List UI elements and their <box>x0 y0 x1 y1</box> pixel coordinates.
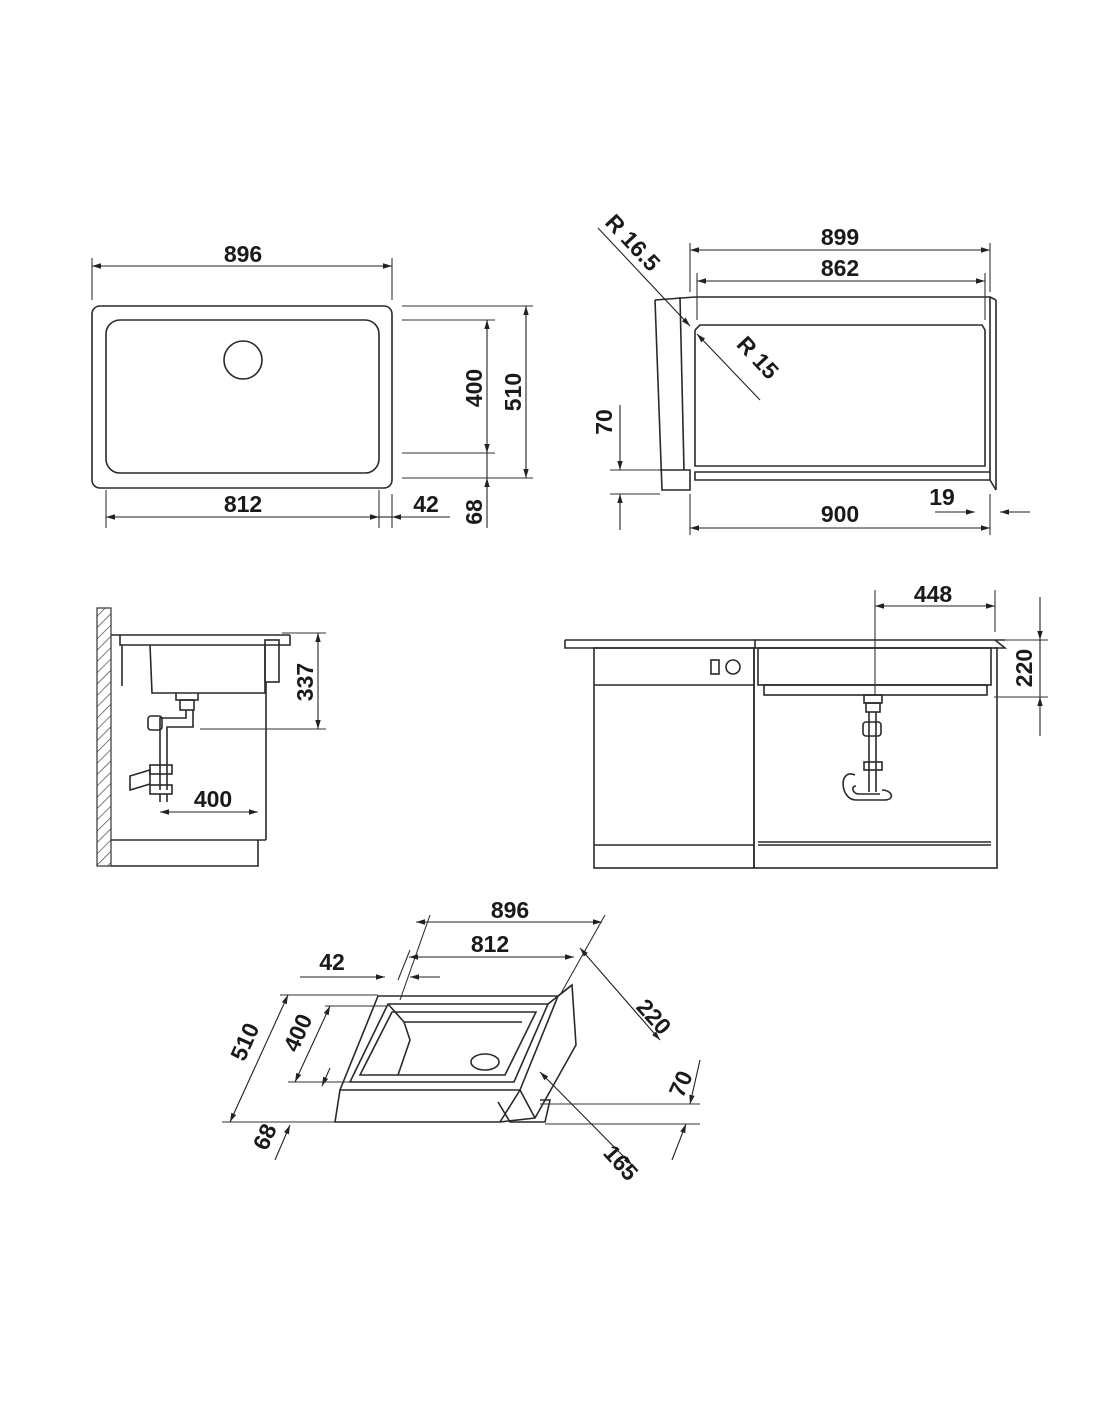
dimension-label: 899 <box>821 224 859 250</box>
dimension-label: 896 <box>491 897 529 923</box>
top-view-outer-rim <box>91 305 393 489</box>
dimension-label: R 15 <box>732 331 784 384</box>
front-view: R 16.5 R 15 899 862 70 900 19 <box>591 209 1030 535</box>
dimension-label: 862 <box>821 255 859 281</box>
dimension-label: 448 <box>914 581 953 607</box>
dimension-label: 42 <box>413 491 439 517</box>
side-view: 337 400 <box>96 607 326 867</box>
dimension-label: 812 <box>471 931 509 957</box>
dimension-label: 400 <box>194 786 232 812</box>
installed-view: 448 220 <box>564 581 1048 869</box>
isometric-view: 896 812 42 510 400 68 220 70 165 <box>222 897 701 1186</box>
dimension-label: 19 <box>929 484 955 510</box>
wall-hatch <box>96 607 112 867</box>
dimension-label: 900 <box>821 501 859 527</box>
dimension-label: 510 <box>500 373 526 411</box>
dimension-label: 70 <box>664 1067 698 1101</box>
dimension-label: 400 <box>461 369 487 407</box>
dimension-label: 42 <box>319 949 345 975</box>
dimension-label: 337 <box>292 663 318 701</box>
top-view-bowl <box>105 319 380 474</box>
dimension-label: 68 <box>461 499 487 525</box>
dimension-label: 68 <box>248 1120 282 1154</box>
dimension-label: 220 <box>1011 649 1037 687</box>
dimension-label: 896 <box>224 241 262 267</box>
dimension-label: 70 <box>591 409 617 435</box>
dimension-label: 165 <box>598 1140 643 1186</box>
dimension-label: 510 <box>225 1019 264 1065</box>
dimension-label: R 16.5 <box>600 209 665 276</box>
top-view-drain <box>223 340 263 380</box>
dimension-label: 220 <box>631 994 676 1040</box>
dimension-label: 812 <box>224 491 262 517</box>
dimension-label: 400 <box>278 1010 317 1056</box>
top-view: 896 812 42 400 510 68 <box>91 241 533 528</box>
